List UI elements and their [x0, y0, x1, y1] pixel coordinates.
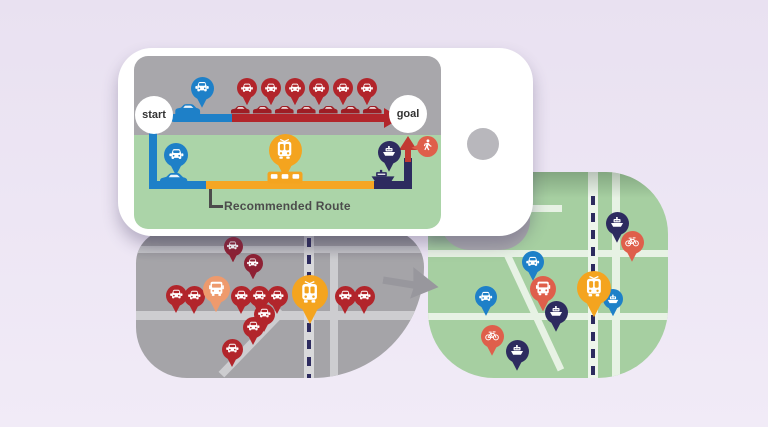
- start-marker: start: [135, 96, 173, 134]
- tram-icon: [582, 275, 606, 299]
- recommended-route-car-vertical: [149, 131, 157, 189]
- pin-car: [242, 316, 264, 338]
- recommended-route-car-horizontal: [149, 181, 206, 189]
- pin-car: [353, 285, 375, 307]
- goal-marker: goal: [389, 95, 427, 133]
- congested-traffic-map: [136, 230, 424, 378]
- road-horizontal-upper: [428, 250, 668, 257]
- ferry-icon: [548, 303, 564, 319]
- vehicle-tram-side: [263, 170, 307, 185]
- vehicle-car-side: [340, 104, 361, 116]
- pin-car: [309, 78, 329, 98]
- pin-car: [230, 285, 252, 307]
- vehicle-car-side: [252, 104, 273, 116]
- ferry-icon: [609, 214, 625, 230]
- vehicle-car-side: [230, 104, 251, 116]
- pin-car: [261, 78, 281, 98]
- screen-pins-layer: [134, 56, 441, 229]
- pin-bike: [480, 324, 504, 348]
- vehicle-car-side: [156, 172, 192, 186]
- pin-car: [333, 78, 353, 98]
- pin-bus: [202, 275, 230, 303]
- congested-map-surface: [136, 230, 424, 378]
- car-icon: [246, 319, 261, 334]
- pin-bus: [530, 276, 556, 302]
- pin-ship: [505, 339, 529, 363]
- recommended-route-ferry-vertical: [404, 158, 412, 189]
- pin-ship: [605, 211, 629, 235]
- car-icon: [225, 341, 240, 356]
- pin-ship: [377, 140, 401, 164]
- road-vertical: [612, 172, 620, 378]
- vehicle-car-side: [296, 104, 317, 116]
- route-segment-congested: [232, 114, 386, 122]
- vehicle-car-side: [274, 104, 295, 116]
- congested-map-pins: [136, 230, 424, 378]
- car-icon: [270, 288, 285, 303]
- pin-car: [475, 286, 497, 308]
- pin-car: [334, 285, 356, 307]
- pin-tram: [577, 271, 611, 305]
- vehicle-car-side: [174, 103, 202, 116]
- pin-car: [522, 251, 544, 273]
- pin-car: [190, 76, 214, 100]
- tram-icon: [297, 280, 322, 305]
- car-icon: [525, 254, 540, 269]
- pin-ship: [544, 300, 568, 324]
- vehicle-car-side: [362, 104, 383, 116]
- car-icon: [226, 239, 239, 252]
- pin-walk: [416, 135, 438, 157]
- pin-car: [223, 236, 243, 256]
- route-segment-car-start: [170, 114, 232, 122]
- pin-car: [243, 253, 263, 273]
- car-icon: [234, 288, 249, 303]
- recommended-route-label: Recommended Route: [224, 199, 351, 213]
- car-icon: [478, 289, 493, 304]
- pin-car: [165, 284, 187, 306]
- bus-icon: [207, 279, 226, 298]
- pin-bike: [620, 230, 644, 254]
- pin-car: [357, 78, 377, 98]
- vehicle-ship-side: [370, 168, 396, 184]
- car-icon: [357, 288, 372, 303]
- bicycle-icon: [624, 233, 640, 249]
- pin-tram: [292, 275, 328, 311]
- recommended-route-ferry-segment: [374, 181, 412, 189]
- pin-tram: [268, 133, 302, 167]
- car-icon: [246, 256, 259, 269]
- bus-icon: [534, 279, 552, 297]
- car-icon: [338, 288, 353, 303]
- smartphone: start goal Recommended Route: [118, 48, 533, 236]
- pin-car: [248, 285, 270, 307]
- road-horizontal-upper: [136, 246, 424, 253]
- car-icon: [187, 288, 202, 303]
- home-button: [467, 128, 499, 160]
- pin-car: [285, 78, 305, 98]
- walk-arrow-stem: [405, 148, 411, 162]
- pin-car: [221, 338, 243, 360]
- car-icon: [252, 288, 267, 303]
- car-icon: [169, 287, 184, 302]
- recommended-route-callout-line: [209, 205, 223, 208]
- road-vertical: [330, 246, 338, 378]
- pin-car: [237, 78, 257, 98]
- ferry-icon: [509, 342, 525, 358]
- recommended-route-tram-segment: [206, 181, 374, 189]
- goal-label: goal: [396, 108, 420, 120]
- walk-arrow-head-icon: [399, 136, 417, 150]
- bicycle-icon: [484, 327, 500, 343]
- phone-screen: start goal Recommended Route: [134, 56, 441, 229]
- pin-car: [183, 285, 205, 307]
- start-label: start: [142, 109, 166, 121]
- vehicle-car-side: [318, 104, 339, 116]
- pin-car: [164, 143, 188, 167]
- recommended-route-callout-line: [209, 189, 212, 207]
- pin-car: [266, 285, 288, 307]
